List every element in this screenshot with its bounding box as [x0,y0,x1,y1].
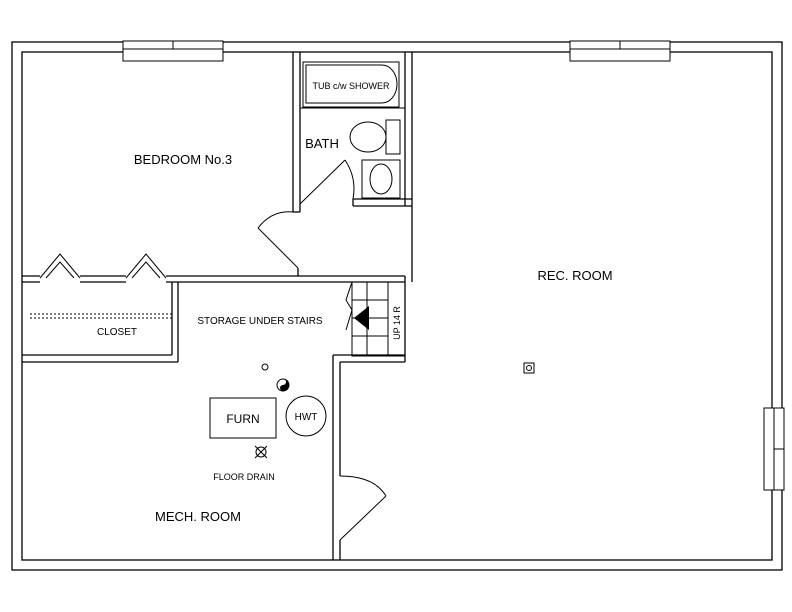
floor-drain-icon [254,445,268,459]
label-furnace: FURN [226,412,259,426]
label-tub: TUB c/w SHOWER [312,81,390,91]
sink [361,159,401,199]
staircase [345,281,406,357]
stairs-direction-arrow-icon [354,306,369,330]
label-storage: STORAGE UNDER STAIRS [197,316,323,327]
label-stairs: UP 14 R [392,306,402,340]
bath-walls [292,52,413,213]
toilet [349,119,401,155]
label-mech-room: MECH. ROOM [155,509,241,524]
label-floor-drain: FLOOR DRAIN [213,472,275,482]
window-right [763,407,785,491]
bedroom-door [257,211,299,269]
label-bath: BATH [305,136,339,151]
window-top-right [569,40,671,62]
window-top-left [122,40,224,62]
label-bedroom: BEDROOM No.3 [134,152,232,167]
sump-icon [276,378,290,392]
bedroom-closet-walls [22,206,413,363]
exterior-wall-outer [11,41,783,571]
bathtub [302,61,400,108]
label-rec-room: REC. ROOM [537,268,612,283]
ceiling-fixture-icon [523,362,535,374]
closet-bifold-door-left [39,253,81,279]
exterior-wall-inner [21,51,773,561]
closet-bifold-door-right [125,253,167,279]
floor-outlet-icon [261,363,269,371]
furnace [209,397,277,439]
label-hwt: HWT [295,412,318,423]
hot-water-tank [285,395,327,437]
mech-room-walls [332,354,405,560]
label-closet: CLOSET [97,327,137,338]
